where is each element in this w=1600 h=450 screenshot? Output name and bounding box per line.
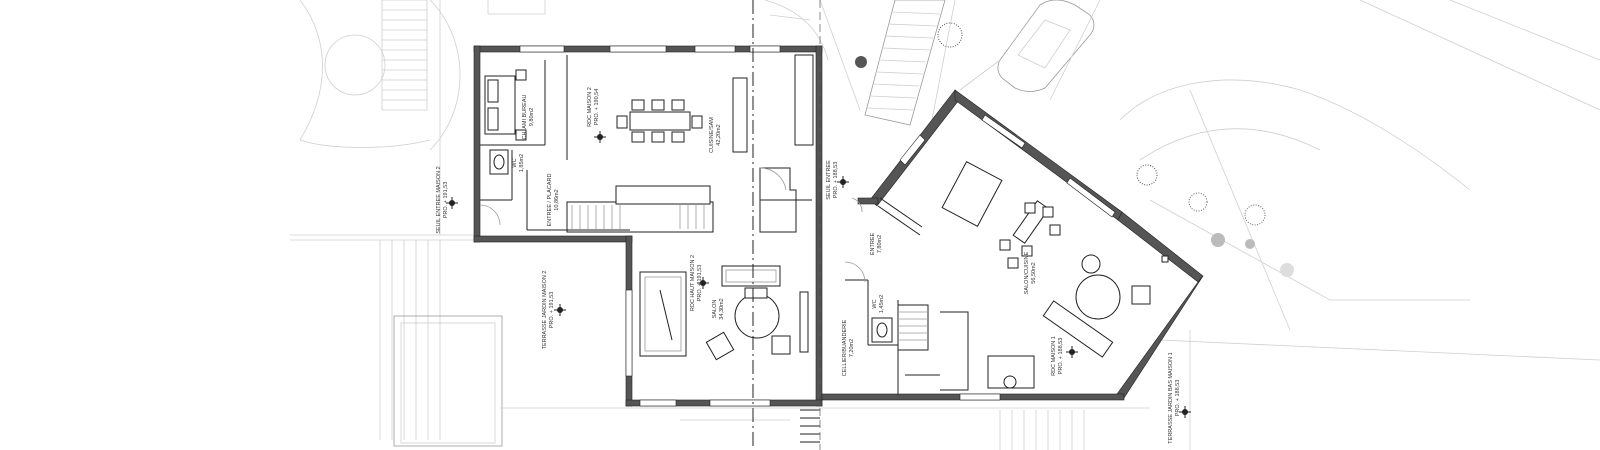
outdoor-stairs-top xyxy=(864,0,946,126)
pool xyxy=(393,315,503,447)
level-label-seuil-entree: SEUIL ENTREE xyxy=(826,160,832,200)
toilet-2 xyxy=(489,149,509,175)
lamp xyxy=(1161,255,1169,263)
room-area-bureau: 9,80m2 xyxy=(529,108,535,126)
sofa-armrest xyxy=(744,287,768,299)
shrub xyxy=(1211,233,1225,247)
room-labels: CH. AMI BUREAU 9,80m2 WC 1,85m2 ENTREE /… xyxy=(436,87,1181,444)
shrub xyxy=(1280,263,1294,277)
room-area-placard: 10,86m2 xyxy=(554,189,560,210)
garden-stairs-left xyxy=(381,0,428,111)
armchair-1 xyxy=(1131,285,1151,305)
level-pro-rdc-maison2: PRO. + 190,54 xyxy=(594,89,600,126)
sofa-1 xyxy=(1042,300,1114,358)
shrub xyxy=(937,22,963,48)
terrace-boards-left xyxy=(379,240,441,440)
kitchen-island xyxy=(732,77,748,153)
level-pro-seuil-entree: PRO. + 188,53 xyxy=(833,162,839,199)
parked-car xyxy=(997,0,1095,92)
level-pro-terrasse1: PRO. + 188,53 xyxy=(1175,380,1181,417)
coffee-table-2 xyxy=(734,293,780,339)
room-label-cuisine: CUISINE/SAM xyxy=(709,117,715,153)
coffee-table-1 xyxy=(1075,274,1121,320)
shrub xyxy=(1136,164,1158,186)
kitchen-counter xyxy=(615,185,711,205)
billiard-table xyxy=(639,271,687,357)
room-label-wc2: WC xyxy=(512,158,518,167)
room-label-wc1: WC xyxy=(872,299,878,308)
house-1-walls xyxy=(821,89,1204,401)
level-markers xyxy=(446,131,1191,418)
kitchen-unit xyxy=(794,54,814,146)
room-area-entree: 7,80m2 xyxy=(877,235,883,253)
room-area-salon2: 34,30m2 xyxy=(719,298,725,319)
garden-path-left xyxy=(299,0,431,148)
paving-bottom xyxy=(500,407,1150,450)
room-area-wc1: 1,45m2 xyxy=(879,295,885,313)
bed xyxy=(484,69,527,141)
room-label-cellier: CELLIER/BUANDERIE xyxy=(842,319,848,376)
room-label-placard: ENTREE / PLACARD xyxy=(547,174,553,227)
toilet-1 xyxy=(871,317,893,343)
side-table-1 xyxy=(1081,254,1101,274)
house-2-walls xyxy=(473,45,823,407)
room-label-salon-cuisine: SALON/CUISINE xyxy=(1024,251,1030,294)
shrub xyxy=(1188,192,1208,212)
level-pro-rdc-maison1: PRO. + 188,53 xyxy=(1058,338,1064,375)
level-label-rdc-maison1: RDC MAISON 1 xyxy=(1051,336,1057,376)
level-pro-rdc-haut: PRO. + 191,53 xyxy=(697,265,703,302)
kitchen-island-1 xyxy=(941,160,1003,228)
shrub xyxy=(855,56,867,68)
sofa-2 xyxy=(721,265,781,287)
room-area-salon-cuisine: 56,50m2 xyxy=(1031,262,1037,283)
dining-table-1 xyxy=(999,200,1061,269)
site-context xyxy=(290,0,1600,450)
tv-unit xyxy=(799,291,809,353)
steps-bottom xyxy=(800,409,820,443)
level-label-seuil-maison2: SEUIL ENTREE MAISON 2 xyxy=(436,166,442,233)
room-label-entree: ENTREE xyxy=(870,233,876,256)
level-label-terrasse2: TERRASSE JARDIN MAISON 2 xyxy=(542,271,548,350)
desk-chair xyxy=(1003,375,1017,389)
tree-canopy xyxy=(324,34,386,96)
dining-table-2 xyxy=(616,99,703,143)
room-area-cellier: 7,20m2 xyxy=(849,339,855,357)
shrub xyxy=(1245,239,1255,249)
level-pro-seuil-maison2: PRO. + 191,53 xyxy=(443,182,449,219)
side-table xyxy=(771,335,791,355)
level-label-rdc-maison2: RDC MAISON 2 xyxy=(587,87,593,127)
shrub xyxy=(1244,204,1266,226)
planter-top xyxy=(487,0,546,15)
armchair-2 xyxy=(705,331,735,361)
level-pro-terrasse2: PRO. + 191,53 xyxy=(549,292,555,329)
level-label-terrasse1: TERRASSE JARDIN BAS MAISON 1 xyxy=(1168,352,1174,443)
room-area-wc2: 1,85m2 xyxy=(519,154,525,172)
room-label-salon2: SALON xyxy=(712,300,718,319)
level-label-rdc-haut: RDC HAUT MAISON 2 xyxy=(690,255,696,311)
room-label-bureau: CH. AMI BUREAU xyxy=(522,95,528,140)
room-area-cuisine: 42,20m2 xyxy=(716,124,722,145)
